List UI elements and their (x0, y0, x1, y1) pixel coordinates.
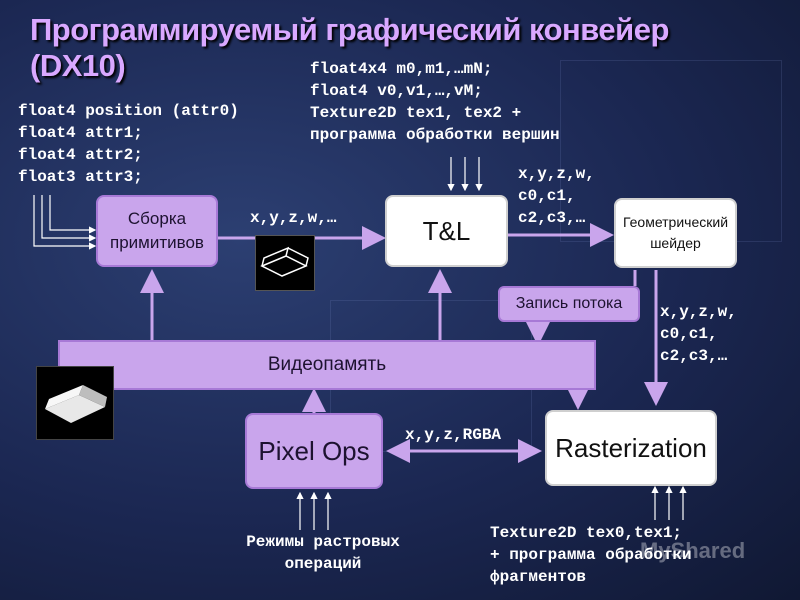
rasterization-box: Rasterization (545, 410, 717, 486)
vertex-input-line: float4 attr2; (18, 146, 143, 164)
primitive-thumbnail (255, 235, 315, 291)
gs-to-raster-line: c0,c1, (660, 325, 718, 343)
tl-input-line: float4x4 m0,m1,…mN; (310, 60, 493, 78)
video-memory-box: Видеопамять (58, 340, 596, 390)
tl-to-gs-line: c2,c3,… (518, 209, 586, 227)
raster-input-lines (651, 485, 687, 520)
gs-to-raster-line: c2,c3,… (660, 347, 728, 365)
geometry-shader-box: Геометрический шейдер (614, 198, 737, 268)
raster-modes-line: операций (284, 555, 362, 573)
rendered-box-thumbnail (36, 366, 114, 440)
video-memory-label: Видеопамять (267, 354, 387, 375)
tl-input-line: программа обработки вершин (310, 126, 560, 144)
geometry-shader-label: Геометрический шейдер (622, 214, 729, 251)
tl-box: T&L (385, 195, 508, 267)
tl-input-line: float4 v0,v1,…,vM; (310, 82, 483, 100)
vertex-input-line: float3 attr3; (18, 168, 143, 186)
tl-to-gs-line: x,y,z,w, (518, 165, 595, 183)
tl-input-line: Texture2D tex1, tex2 + (310, 104, 522, 122)
page-title: Программируемый графический конвейер (DX… (30, 12, 669, 83)
stream-output-box: Запись потока (498, 286, 640, 322)
stream-output-label: Запись потока (515, 295, 623, 312)
fragment-input-line: Texture2D tex0,tex1; (490, 524, 683, 542)
assembly-to-tl-label: x,y,z,w,… (250, 209, 337, 227)
tl-inputs: float4x4 m0,m1,…mN; float4 v0,v1,…,vM; T… (310, 58, 560, 146)
raster-modes-line: Режимы растровых (246, 533, 400, 551)
primitive-assembly-label: Сборка примитивов (110, 209, 204, 252)
vertex-input-line: float4 attr1; (18, 124, 143, 142)
pixel-ops-input-lines (296, 491, 332, 530)
vertex-inputs: float4 position (attr0) float4 attr1; fl… (18, 100, 239, 188)
gs-to-raster-line: x,y,z,w, (660, 303, 737, 321)
wireframe-box-icon (260, 246, 309, 277)
gs-to-raster-label: x,y,z,w, c0,c1, c2,c3,… (660, 301, 737, 367)
tl-label: T&L (422, 215, 471, 246)
rasterization-label: Rasterization (555, 432, 707, 463)
tl-to-gs-label: x,y,z,w, c0,c1, c2,c3,… (518, 163, 595, 229)
primitive-assembly-box: Сборка примитивов (96, 195, 218, 267)
fragment-inputs-label: Texture2D tex0,tex1; + программа обработ… (490, 522, 692, 588)
tl-input-lines (447, 157, 483, 192)
vertex-input-line: float4 position (attr0) (18, 102, 239, 120)
raster-modes-label: Режимы растровых операций (228, 531, 418, 575)
fragment-input-line: фрагментов (490, 568, 587, 586)
vertex-input-lines (33, 195, 97, 250)
raster-to-pixel-label: x,y,z,RGBA (405, 426, 502, 444)
pixel-ops-box: Pixel Ops (245, 413, 383, 489)
fragment-input-line: + программа обработки (490, 546, 692, 564)
tl-to-gs-line: c0,c1, (518, 187, 576, 205)
pixel-ops-label: Pixel Ops (258, 435, 370, 466)
watermark-logo: MyShared (640, 538, 746, 563)
shaded-box-icon (45, 385, 107, 423)
